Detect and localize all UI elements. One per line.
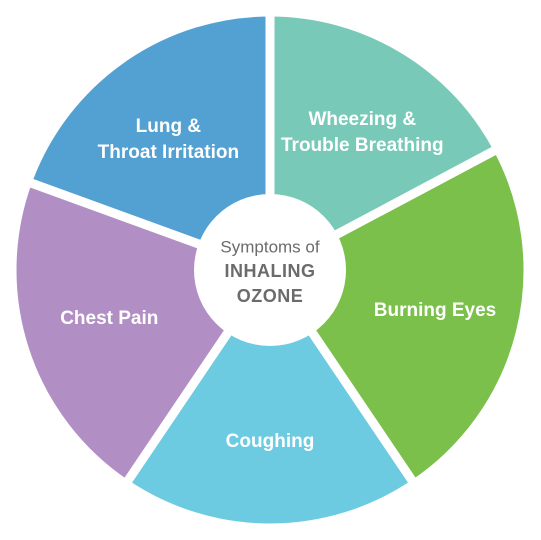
- center-circle: [194, 194, 346, 346]
- label-lung-throat-irritation-line2: Throat Irritation: [98, 142, 239, 163]
- outer-rim: [11, 11, 529, 529]
- segment-labels: Lung & Throat Irritation Wheezing & Trouble…: [60, 109, 496, 452]
- center-title-line1: Symptoms of: [220, 237, 319, 256]
- label-wheezing-trouble-breathing-line1: Wheezing &: [308, 109, 416, 130]
- label-burning-eyes-line1: Burning Eyes: [374, 300, 496, 321]
- label-wheezing-trouble-breathing-line2: Trouble Breathing: [281, 135, 444, 156]
- center-title-line3: OZONE: [237, 286, 304, 306]
- center-title-line2: INHALING: [225, 261, 316, 281]
- label-lung-throat-irritation-line1: Lung &: [136, 116, 202, 137]
- label-chest-pain-line1: Chest Pain: [60, 308, 158, 329]
- label-coughing-line1: Coughing: [226, 431, 315, 452]
